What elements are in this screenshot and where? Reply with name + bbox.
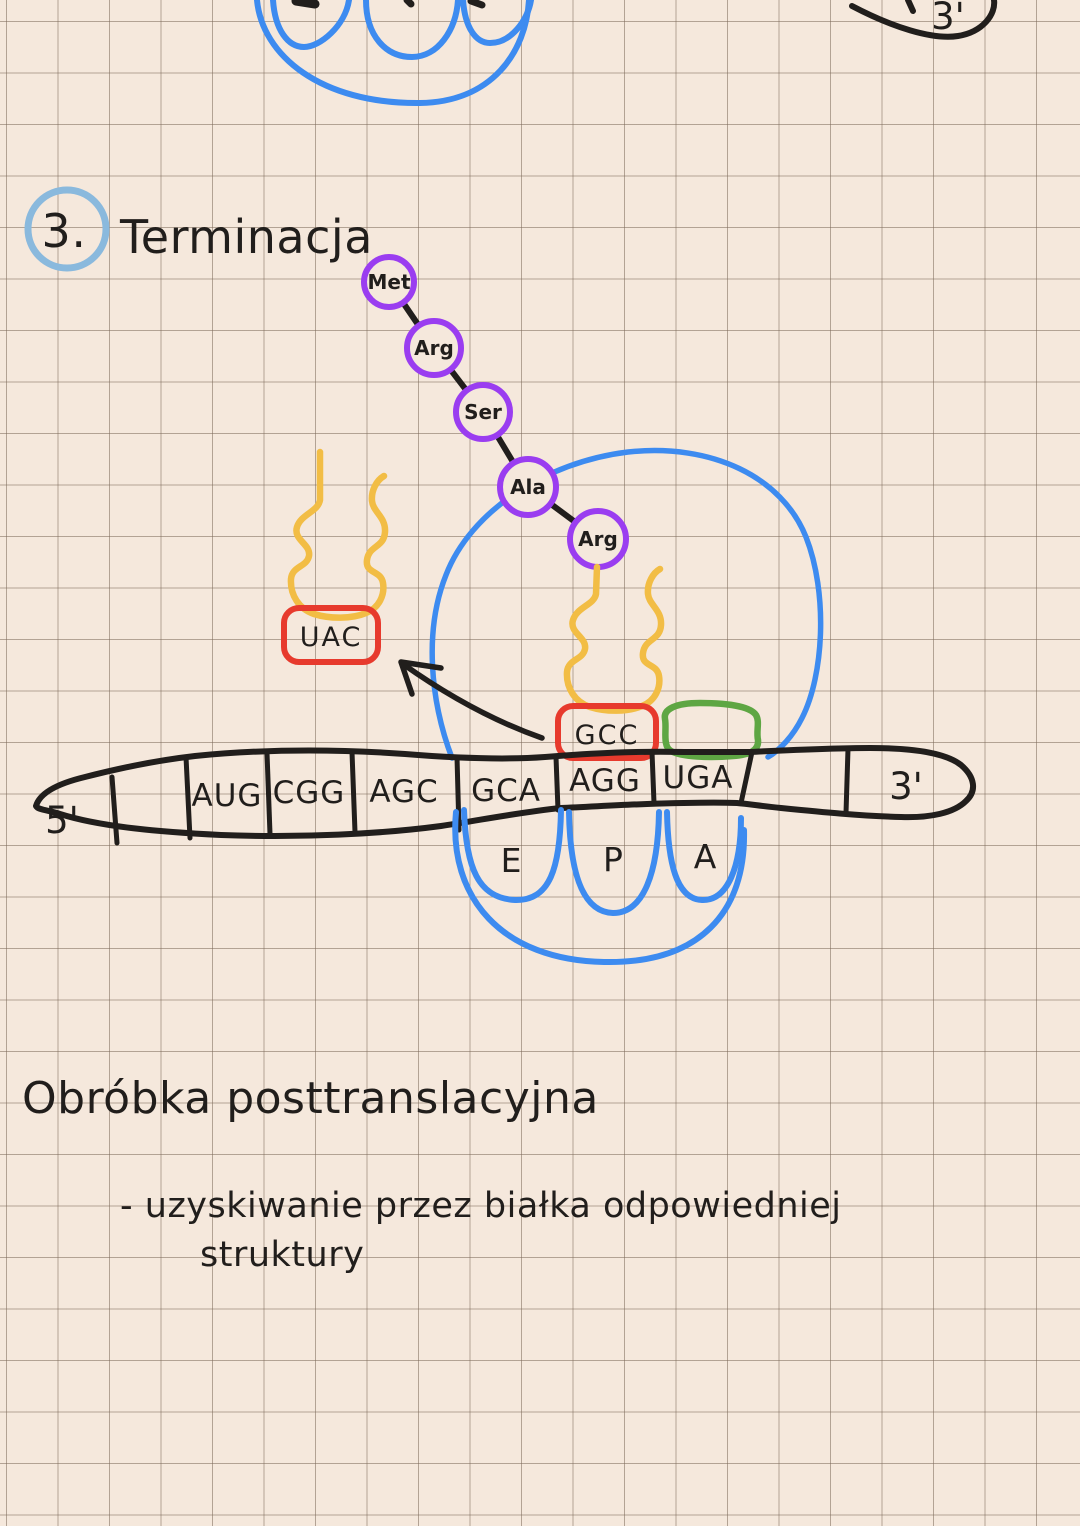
previous-ribosome-small-subunit: [254, 0, 534, 107]
trna-body: [563, 563, 665, 714]
amino-acid-label: Met: [367, 270, 410, 294]
previous-mrna-end-outline: [849, 0, 998, 40]
e-site-lobe: [461, 807, 564, 904]
ribosome-small-subunit: E P A: [452, 807, 748, 966]
previous-mrna-divider: [905, 0, 916, 14]
p-site-lobe: [566, 809, 662, 916]
mrna-divider: [454, 754, 462, 833]
mrna-divider: [264, 750, 273, 837]
previous-mrna-3-end: 3': [849, 0, 998, 40]
cut-letter-remnant: [403, 0, 415, 8]
bullet-line-2: struktury: [200, 1235, 364, 1275]
gcc-anticodon-label: GCC: [575, 720, 640, 751]
amino-acid-ser: Ser: [453, 382, 513, 442]
trna-body: [287, 448, 389, 621]
amino-acid-arg-1: Arg: [404, 318, 464, 378]
previous-small-subunit-outline: [254, 0, 532, 107]
mrna-outline: [33, 745, 976, 839]
heading-number: 3.: [42, 204, 87, 258]
mrna-divider: [649, 749, 657, 806]
mrna-divider: [843, 746, 851, 816]
a-site-label: A: [694, 837, 717, 876]
amino-acid-label: Arg: [578, 527, 618, 551]
codon-uga: UGA: [663, 760, 734, 796]
amino-acid-circle: [453, 382, 513, 442]
released-trna: UAC: [281, 448, 389, 665]
mrna-divider: [183, 754, 193, 841]
amino-acid-label: Arg: [414, 336, 454, 360]
previous-three-prime-label: 3': [931, 0, 965, 38]
amino-acid-arg-2: Arg: [567, 508, 629, 570]
heading-title: Terminacja: [119, 210, 373, 264]
mrna-divider: [109, 774, 120, 846]
cut-letter-remnant: [467, 0, 486, 9]
posttranslational-section: Obróbka posttranslacyjna - uzyskiwanie p…: [22, 1073, 841, 1275]
codon-agg: AGG: [569, 763, 641, 799]
arrow-head: [398, 659, 444, 697]
release-factor: [661, 699, 762, 761]
p-site-label: P: [603, 840, 623, 879]
five-prime-label: 5': [45, 799, 79, 842]
mrna-divider: [349, 749, 358, 835]
previous-e-site-lobe: [270, 0, 352, 50]
polypeptide-chain: Met Arg Ser Ala Arg: [361, 254, 629, 570]
p-site-trna: GCC: [555, 563, 665, 761]
trna-exit-arrow: [398, 659, 545, 741]
e-site-label: E: [501, 841, 522, 880]
uac-anticodon-box: [281, 605, 381, 665]
section-heading: 3. Terminacja: [24, 186, 373, 272]
amino-acid-label: Ala: [510, 475, 546, 499]
previous-a-site-lobe: [460, 0, 534, 46]
codon-aug: AUG: [192, 778, 263, 814]
section-title: Obróbka posttranslacyjna: [22, 1073, 599, 1124]
small-subunit-outline: [452, 809, 748, 966]
mrna-divider: [738, 749, 755, 806]
heading-number-circle: [24, 186, 110, 272]
gcc-anticodon-box: [555, 703, 659, 761]
amino-acid-label: Ser: [464, 400, 502, 424]
amino-acid-circle: [404, 318, 464, 378]
previous-p-site-lobe: [363, 0, 461, 60]
mrna-strand: 5' AUG CGG AGC GCA AGG UGA 3': [33, 745, 976, 846]
mrna-divider: [553, 754, 561, 813]
three-prime-label: 3': [889, 765, 923, 808]
codon-cgg: CGG: [273, 775, 346, 811]
amino-acid-ala: Ala: [497, 456, 559, 518]
cut-letter-remnant: [291, 0, 320, 9]
a-site-lobe: [664, 809, 744, 904]
amino-acid-circle: [497, 456, 559, 518]
amino-acid-circle: [361, 254, 417, 310]
bullet-line-1: - uzyskiwanie przez białka odpowiedniej: [120, 1186, 841, 1226]
uac-anticodon-label: UAC: [300, 622, 363, 653]
amino-acid-met: Met: [361, 254, 417, 310]
ribosome-large-subunit: [429, 447, 824, 761]
arrow-shaft: [400, 661, 545, 741]
codon-gca: GCA: [471, 773, 541, 809]
codon-agc: AGC: [369, 774, 438, 810]
